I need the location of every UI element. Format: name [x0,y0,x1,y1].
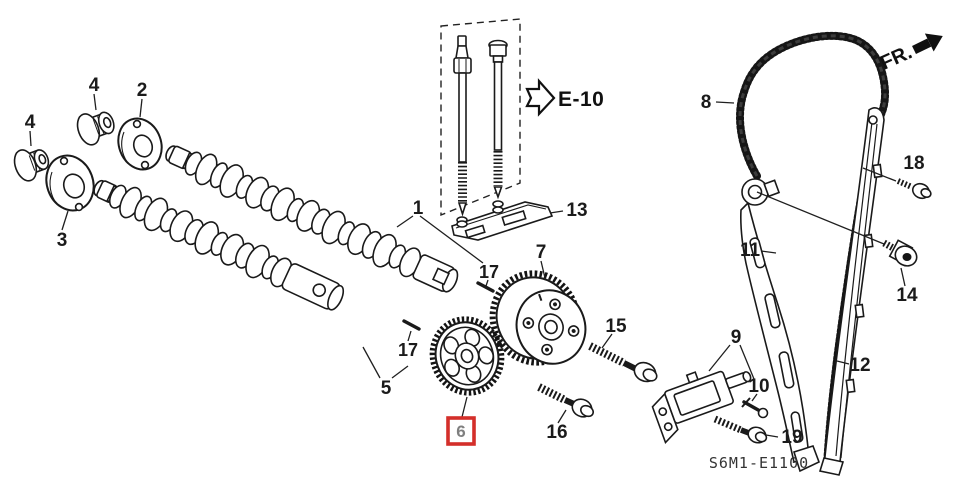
e10-arrow-icon [525,78,556,117]
leader-lines [29,93,906,438]
dowel-pin-17a [476,281,495,293]
callout-16: 16 [546,422,567,443]
highlighted-callout-6[interactable]: 6 [446,416,476,446]
stud-bolt-b [488,39,508,208]
callout-14: 14 [896,285,918,306]
fr-direction-marker: FR. [877,33,943,75]
flange-bolt-15 [588,342,658,383]
cam-chain-sprocket-6 [429,316,505,396]
callout-17a: 17 [479,262,499,282]
callout-3: 3 [57,230,68,251]
callout-4b: 4 [25,112,36,133]
e10-label: E-10 [558,88,604,111]
vtc-actuator-sprocket-7 [489,270,587,366]
cam-end-plate-3 [45,154,95,212]
callout-5: 5 [381,378,392,399]
callout-17b: 17 [398,340,418,360]
highlighted-callout-number: 6 [456,422,465,441]
callout-10: 10 [748,376,769,397]
drawing-code: S6M1-E1100 [709,454,809,472]
stud-dashed-box [440,18,521,217]
chain-guide-12 [818,107,885,476]
callout-11: 11 [740,240,761,261]
flange-bolt-19 [713,415,768,444]
chain-tensioner-9 [651,370,752,445]
fr-arrow-icon [912,33,943,55]
pivot-bolt-14 [882,239,918,267]
callouts: 4 4 2 3 1 17 17 5 7 13 15 16 8 9 10 19 1… [25,75,925,448]
callout-18: 18 [903,153,924,174]
callout-13: 13 [566,200,587,221]
tensioner-arm-11 [740,178,821,473]
callout-1: 1 [413,198,424,219]
fr-label: FR. [877,41,915,74]
camshaft-upper [165,145,459,293]
oil-seal-4a [76,111,115,146]
cam-end-plate-2 [117,117,163,171]
callout-15: 15 [605,316,627,337]
callout-2: 2 [137,80,148,101]
mount-bolt-18 [896,178,932,200]
callout-9: 9 [731,327,742,348]
callout-4a: 4 [89,75,100,96]
oil-seal-4b [13,149,50,182]
stud-bolt-10 [741,397,769,419]
callout-19: 19 [781,427,802,448]
flange-bolt-16 [537,383,595,418]
camshaft-lower [93,179,345,311]
tensioner-base-plate-13 [451,201,554,241]
callout-8: 8 [701,92,712,113]
callout-12: 12 [849,355,870,376]
stud-bolt-a [453,35,472,224]
e10-section-link[interactable]: E-10 [525,78,604,117]
callout-7: 7 [536,242,547,263]
dowel-pin-17b [402,319,421,331]
